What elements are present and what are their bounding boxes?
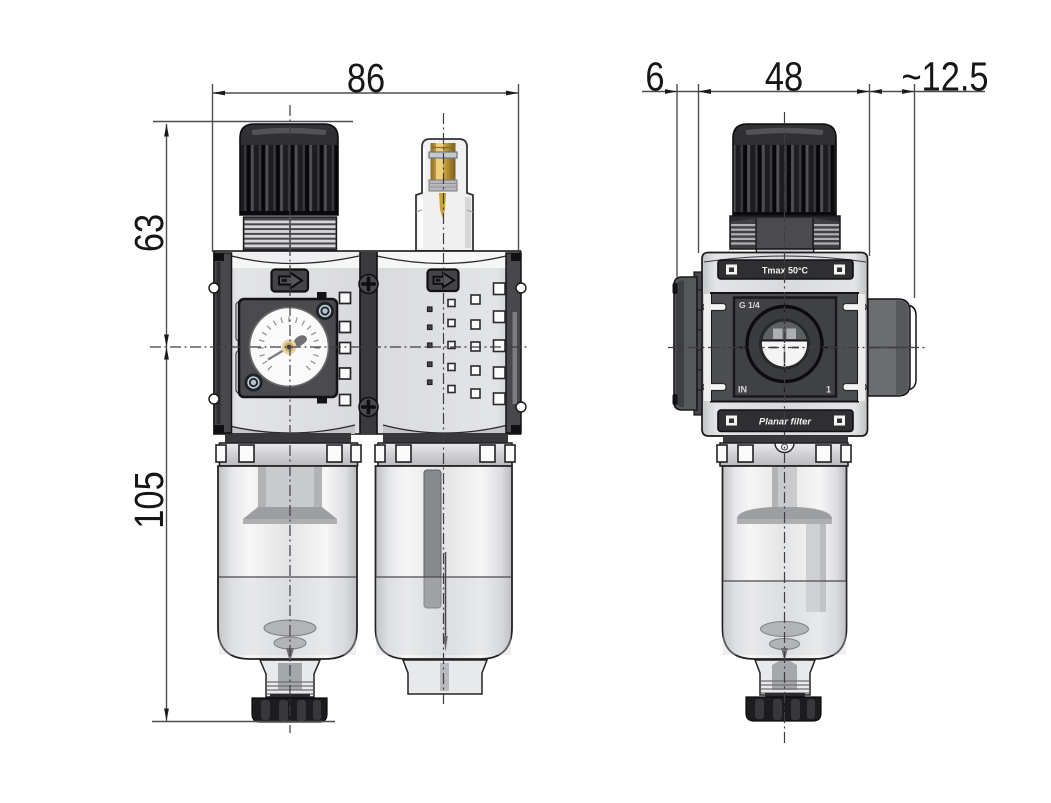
svg-text:1: 1 xyxy=(826,385,831,395)
svg-text:48: 48 xyxy=(765,55,803,100)
svg-text:Planar filter: Planar filter xyxy=(759,417,813,428)
svg-text:Tmax 50°C: Tmax 50°C xyxy=(762,266,809,276)
svg-text:63: 63 xyxy=(127,214,172,252)
svg-text:105: 105 xyxy=(127,471,172,528)
svg-text:IN: IN xyxy=(738,385,747,395)
svg-text:G 1/4: G 1/4 xyxy=(739,300,760,310)
svg-text:86: 86 xyxy=(347,56,385,101)
svg-text:~12.5: ~12.5 xyxy=(901,55,988,100)
svg-text:6: 6 xyxy=(645,55,664,100)
